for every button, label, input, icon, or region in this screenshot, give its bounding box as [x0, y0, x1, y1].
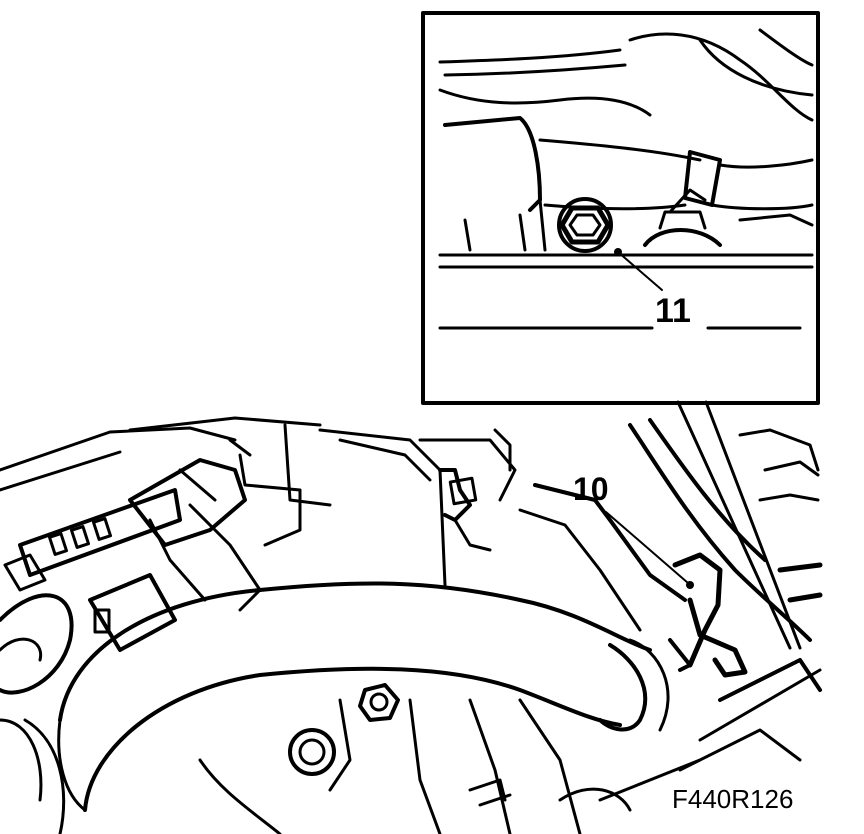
callout-11-label: 11: [655, 292, 691, 330]
figure-code: F440R126: [672, 784, 793, 814]
manifold-brackets: [283, 423, 517, 587]
detail-inset: 11: [421, 11, 820, 405]
component-10: [518, 483, 748, 678]
hose-left: [0, 593, 74, 834]
right-assembly: [598, 428, 823, 802]
intake-pipe: [57, 581, 670, 812]
engine-bay-drawing: [0, 400, 823, 834]
connector-block-left: [3, 488, 182, 592]
callout-11-leader: [617, 251, 663, 291]
wiring-connectors: [88, 438, 302, 652]
lower-fasteners: [198, 683, 632, 834]
bolt-11: [557, 197, 613, 253]
callout-10-label: 10: [573, 471, 609, 507]
callout-10-leader: [605, 511, 689, 584]
inset-pointer-lines: [628, 400, 812, 650]
